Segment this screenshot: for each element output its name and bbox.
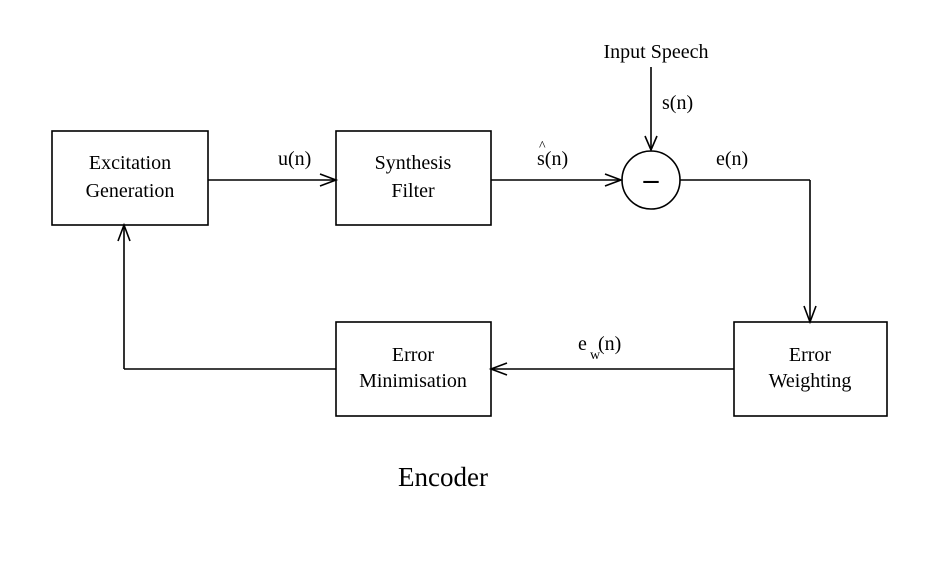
signal-e-label: e(n)	[716, 148, 748, 170]
signal-s-hat-caret: ^	[539, 139, 546, 154]
excitation-generation-label-line2: Generation	[86, 180, 175, 202]
error-minimisation-block: Error Minimisation	[335, 321, 492, 417]
diagram-caption: Encoder	[398, 462, 488, 492]
error-weighting-block: Error Weighting	[733, 321, 888, 417]
signal-ew-argument: (n)	[598, 333, 621, 355]
signal-ew-subscript: w	[590, 348, 601, 363]
error-minimisation-label-line1: Error	[392, 344, 435, 366]
feedback-connector	[117, 222, 336, 370]
summing-junction-minus: –	[643, 163, 660, 196]
error-minimisation-label-line2: Minimisation	[359, 370, 467, 392]
synthesis-filter-label-line1: Synthesis	[375, 152, 452, 174]
excitation-generation-label-line1: Excitation	[89, 152, 171, 174]
signal-ew-label: e w (n)	[578, 333, 621, 363]
ew-connector	[488, 362, 734, 376]
input-speech-label: Input Speech	[604, 41, 709, 63]
signal-ew-base: e	[578, 333, 587, 355]
error-weighting-label-line2: Weighting	[769, 370, 852, 392]
input-speech-connector	[644, 67, 658, 153]
signal-u-label: u(n)	[278, 148, 311, 170]
excitation-generation-block: Excitation Generation	[51, 130, 209, 226]
signal-s-hat-label: s(n)	[537, 148, 568, 170]
u-connector	[208, 173, 339, 187]
summing-junction: –	[621, 150, 681, 210]
synthesis-filter-block: Synthesis Filter	[335, 130, 492, 226]
error-weighting-label-line1: Error	[789, 344, 832, 366]
synthesis-filter-label-line2: Filter	[391, 180, 435, 202]
signal-s-label: s(n)	[662, 92, 693, 114]
s-hat-connector	[491, 173, 624, 187]
e-connector	[680, 179, 817, 325]
